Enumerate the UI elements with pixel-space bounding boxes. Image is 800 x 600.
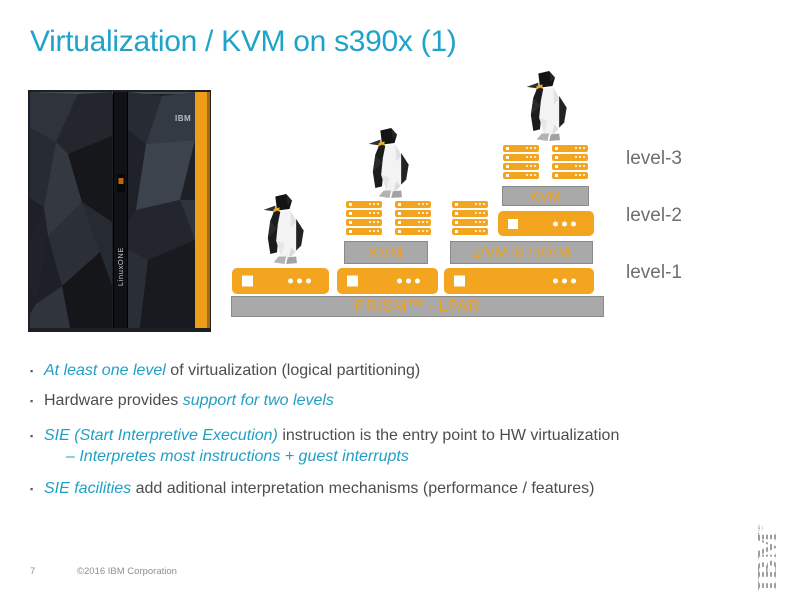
ibm-logo-text: IBM® <box>751 524 784 592</box>
bullet-marker-icon: ▪ <box>30 484 34 494</box>
bullet-item: ▪ SIE facilities add aditional interpret… <box>30 479 792 499</box>
bullet-item: ▪ At least one level of virtualization (… <box>30 361 792 381</box>
server-icon <box>552 172 588 179</box>
server-icon <box>395 210 431 217</box>
guest-server-stack <box>395 201 431 237</box>
server-icon <box>503 145 539 152</box>
tux-penguin-icon <box>368 128 409 198</box>
server-icon <box>552 154 588 161</box>
server-icon <box>452 228 488 235</box>
kvm-label: KVM <box>529 188 562 204</box>
server-icon <box>452 219 488 226</box>
kvm-hypervisor-bar: KVM <box>344 241 428 264</box>
bullet-text-plain: instruction is the entry point to HW vir… <box>277 427 620 444</box>
zvm-kvm-label: z/VM ® / KVM <box>472 244 571 261</box>
server-icon <box>346 201 382 208</box>
server-icon <box>346 228 382 235</box>
guest-server-stack <box>503 145 539 181</box>
registered-mark: ® <box>755 524 765 532</box>
bullet-item: ▪ Hardware provides support for two leve… <box>30 391 792 411</box>
server-icon <box>395 228 431 235</box>
page-number: 7 <box>30 566 36 577</box>
bullet-marker-icon: ▪ <box>30 396 34 406</box>
server-machine-icon <box>498 211 594 236</box>
bullet-text: At least one level of virtualization (lo… <box>44 361 420 381</box>
zvm-kvm-hypervisor-bar: z/VM ® / KVM <box>450 241 593 264</box>
bullet-text-emphasis: At least one level <box>44 362 166 379</box>
sub-bullet-item: – Interpretes most instructions + guest … <box>66 447 792 467</box>
ibm-logo-on-machine: IBM <box>175 114 191 123</box>
bullet-text-emphasis: support for two levels <box>182 392 334 409</box>
bullet-item: ▪ SIE (Start Interpretive Execution) ins… <box>30 426 792 446</box>
bullet-text-plain: Hardware provides <box>44 392 183 409</box>
bullet-text-emphasis: SIE facilities <box>44 480 132 497</box>
prsm-lpar-bar: PR/SM™ - LPAR <box>231 296 604 317</box>
ibm-logo-letters: IBM <box>751 531 784 592</box>
server-icon <box>395 201 431 208</box>
level-2-label: level-2 <box>626 205 682 226</box>
server-icon <box>346 219 382 226</box>
server-icon <box>552 163 588 170</box>
bullet-marker-icon: ▪ <box>30 366 34 376</box>
server-icon <box>452 210 488 217</box>
kvm-label: KVM <box>369 244 403 261</box>
copyright-notice: ©2016 IBM Corporation <box>77 566 177 577</box>
sub-bullet-text: – Interpretes most instructions + guest … <box>66 448 409 465</box>
server-icon <box>503 163 539 170</box>
guest-server-stack <box>552 145 588 181</box>
linuxone-model-label: LinuxONE <box>116 247 125 286</box>
level-1-label: level-1 <box>626 262 682 283</box>
server-icon <box>452 201 488 208</box>
server-icon <box>552 145 588 152</box>
server-icon <box>503 172 539 179</box>
guest-server-stack <box>452 201 488 237</box>
kvm-hypervisor-bar: KVM <box>502 186 589 206</box>
bullet-text-plain: add aditional interpretation mechanisms … <box>131 480 595 497</box>
linuxone-mainframe-image: IBM LinuxONE <box>28 90 211 332</box>
server-icon <box>346 210 382 217</box>
bullet-text: SIE (Start Interpretive Execution) instr… <box>44 426 619 446</box>
server-machine-icon <box>232 268 329 294</box>
page-title: Virtualization / KVM on s390x (1) <box>30 25 457 58</box>
prsm-lpar-label: PR/SM™ - LPAR <box>354 297 481 315</box>
bullet-text: Hardware provides support for two levels <box>44 391 334 411</box>
bullet-text: SIE facilities add aditional interpretat… <box>44 479 594 499</box>
bullet-list: ▪ At least one level of virtualization (… <box>30 361 792 509</box>
server-icon <box>503 154 539 161</box>
bullet-marker-icon: ▪ <box>30 431 34 441</box>
bullet-text-emphasis: SIE (Start Interpretive Execution) <box>44 427 278 444</box>
tux-penguin-icon <box>263 194 304 264</box>
server-icon <box>395 219 431 226</box>
bullet-text-plain: of virtualization (logical partitioning) <box>165 362 421 379</box>
tux-penguin-icon <box>526 71 567 141</box>
guest-server-stack <box>346 201 382 237</box>
server-machine-icon <box>337 268 438 294</box>
level-3-label: level-3 <box>626 148 682 169</box>
server-machine-icon <box>444 268 594 294</box>
ibm-logo: IBM® <box>744 524 792 592</box>
